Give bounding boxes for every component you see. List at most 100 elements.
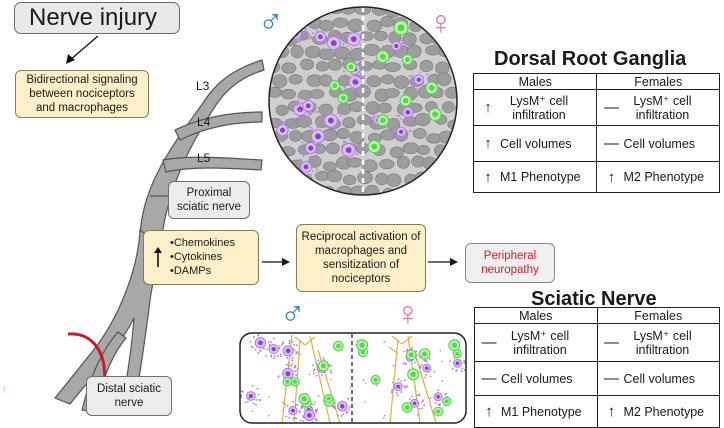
change-indicator: — [604,334,619,351]
mediator-item: •Cytokines [170,251,223,263]
soma-cell [348,101,365,113]
mediator-item: •DAMPs [170,265,212,277]
soma-cell [435,61,450,75]
green-cell [433,406,444,417]
axon-branch [291,336,316,356]
soma-cell [283,7,297,17]
mediators-list: •Chemokines •Cytokines •DAMPs [170,236,235,278]
soma-cell [286,17,302,30]
sciatic-col-males: Males [474,307,598,324]
bidirectional-signaling-box: Bidirectional signaling between nocicept… [15,70,149,118]
soma-cell [439,158,456,170]
green-cell [425,81,439,95]
table-row: ↑M1 Phenotype ↑M2 Phenotype [472,161,720,193]
level-label-l3: L3 [196,79,210,93]
soma-cell [377,102,392,114]
soma-cell [375,172,389,186]
green-cell [407,368,420,381]
soma-cell [363,43,380,56]
green-cell [442,396,452,407]
change-indicator: — [603,135,619,152]
green-cell [356,339,369,352]
soma-cell [274,159,291,172]
green-cell [317,360,330,372]
soma-cell [381,74,395,85]
macrophage-cell [386,37,406,58]
green-cell [448,339,461,352]
soma-cell [417,144,430,155]
soma-cell [403,7,417,16]
soma-cell [281,62,297,74]
macrophage-cell [282,400,303,420]
macrophage-cell [271,119,293,143]
soma-cell [318,103,334,116]
outcome-box: Peripheral neuropathy [465,243,555,283]
axon-branch [388,335,413,355]
green-cell [367,139,381,154]
change-indicator: — [604,370,619,387]
soma-cell [326,142,340,155]
table-cell: LysM⁺ cell infiltration [509,93,569,122]
green-cell [418,348,431,360]
macrophage-cell [318,107,344,133]
soma-cell [393,75,410,89]
soma-cell [356,114,372,126]
soma-cell [366,75,382,88]
soma-cell [373,30,388,41]
table-cell: LysM⁺ cell infiltration [510,328,570,357]
soma-cell [407,44,422,59]
green-cell [370,374,381,385]
green-cell [428,107,442,121]
page-title: Nerve injury [14,2,180,34]
soma-cell [342,116,356,129]
soma-cell [386,173,402,187]
green-cell [337,92,349,104]
soma-cell [455,101,457,115]
macrophage-cell [335,138,361,164]
reciprocal-activation-text: Reciprocal activation of macrophages and… [301,231,421,285]
soma-cell [342,174,357,186]
table-row: —LysM⁺ cell infiltration —LysM⁺ cell inf… [474,323,720,362]
soma-cell [379,159,395,170]
soma-cell [304,185,321,195]
soma-cell [298,7,313,16]
soma-cell [323,161,337,172]
soma-cell [364,184,380,195]
soma-cell [366,19,383,32]
change-indicator: — [481,334,497,351]
soma-cell [411,155,425,168]
outcome-text: Peripheral neuropathy [481,250,539,276]
macrophage-cell [296,96,319,116]
soma-cell [269,145,285,158]
macrophage-cell [309,25,331,45]
soma-cell [327,58,343,71]
soma-cell [318,48,335,60]
bidirectional-signaling-text: Bidirectional signaling between nocicept… [26,74,138,114]
soma-cell [428,187,442,195]
green-cell [282,376,293,387]
soma-cell [289,130,303,142]
macrophage-cell [396,101,415,123]
change-indicator: ↑ [485,403,493,420]
table-cell: M1 Phenotype [501,404,582,419]
table-row: ↑Cell volumes —Cell volumes [472,125,720,162]
soma-cell [275,104,289,116]
soma-cell [357,171,373,184]
distal-sciatic-label: Distal sciatic nerve [97,383,161,409]
corner-mark: ⋮ [1,387,8,394]
macrophage-cell [300,406,319,423]
soma-cell [315,61,329,72]
up-arrow-icon [154,247,162,267]
soma-cell [291,186,308,195]
soma-cell [438,186,454,195]
green-cell [345,61,357,73]
soma-cell [332,17,349,28]
soma-cell [384,62,401,73]
table-row: ↑M1 Phenotype ↑M2 Phenotype [474,395,720,428]
table-cell: Cell volumes [623,136,696,151]
soma-cell [349,47,365,61]
green-cell [393,20,409,36]
soma-cell [304,45,322,59]
green-cell [401,402,413,413]
soma-cell [327,169,342,183]
